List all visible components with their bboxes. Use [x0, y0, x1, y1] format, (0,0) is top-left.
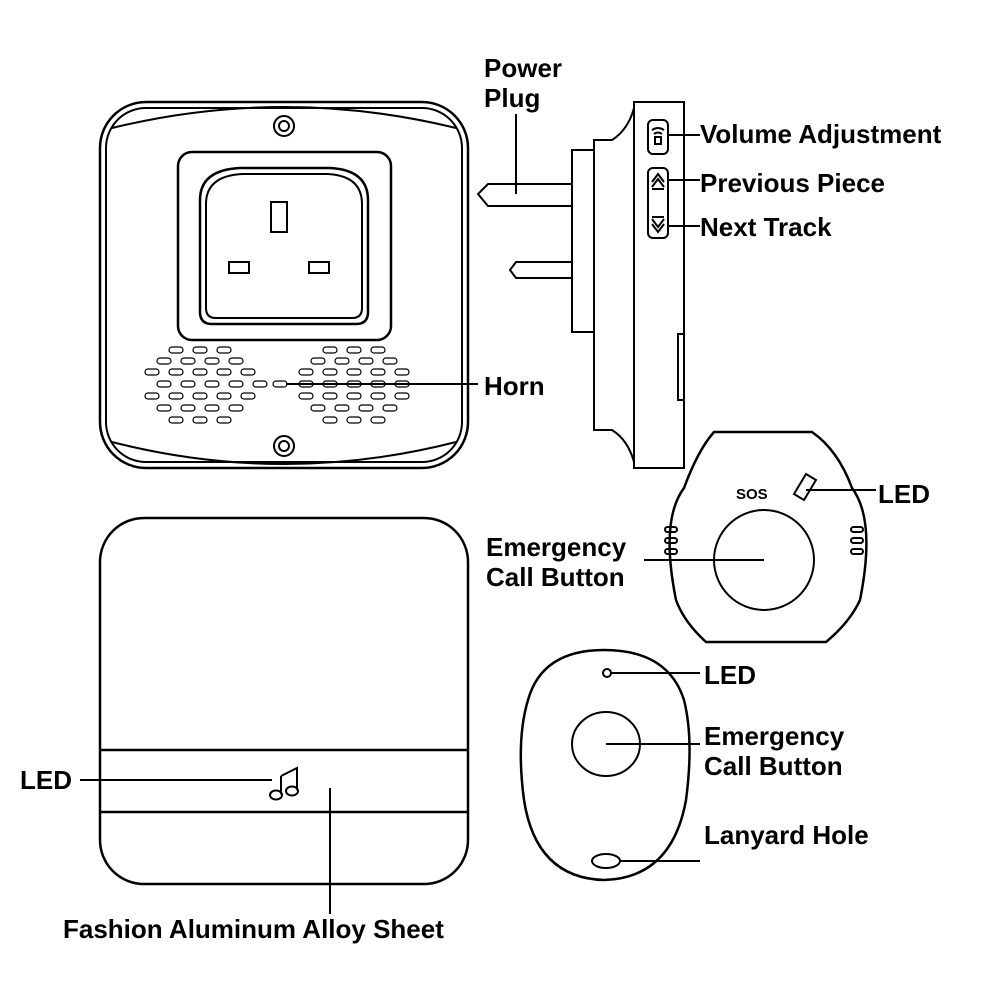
grille-slot — [252, 380, 268, 388]
power-plug-label: Power — [484, 53, 562, 83]
sos-pendant: SOS — [664, 430, 868, 644]
grille-slot — [180, 357, 196, 365]
grille-slot — [192, 416, 208, 424]
doorbell-panel — [98, 516, 470, 886]
grille-slot — [370, 392, 386, 400]
grille-slot — [180, 380, 196, 388]
grille-slot — [180, 404, 196, 412]
grille-slot — [156, 357, 172, 365]
pendant-led-label: LED — [878, 479, 930, 509]
grille-slot — [298, 392, 314, 400]
up-arrow-icon — [651, 172, 665, 190]
grille-slot — [370, 346, 386, 354]
grille-slot — [168, 368, 184, 376]
music-note-icon — [269, 766, 299, 801]
grille-slot — [394, 392, 410, 400]
grille-slot — [216, 346, 232, 354]
grille-slot — [346, 346, 362, 354]
grille-slot — [192, 346, 208, 354]
grille-slot — [382, 357, 398, 365]
grille-slot — [204, 357, 220, 365]
volume-icon — [651, 127, 665, 145]
grille-slot — [334, 404, 350, 412]
volume-label: Volume Adjustment — [700, 119, 942, 149]
sos-text: SOS — [736, 486, 768, 503]
grille-slot — [394, 368, 410, 376]
grille-slot — [228, 380, 244, 388]
grille-slot — [358, 357, 374, 365]
grille-slot — [204, 404, 220, 412]
grille-slot — [310, 357, 326, 365]
grille-slot — [346, 368, 362, 376]
receiver-front — [98, 100, 470, 470]
grille-slot — [334, 357, 350, 365]
grille-slot — [168, 392, 184, 400]
grille-slot — [322, 416, 338, 424]
track-buttons[interactable] — [647, 167, 669, 239]
horn-label: Horn — [484, 371, 545, 401]
grille-slot — [322, 346, 338, 354]
grille-slot — [168, 346, 184, 354]
fob-led — [602, 668, 612, 678]
grille-slot — [216, 416, 232, 424]
next-label: Next Track — [700, 212, 832, 242]
grille-slot — [168, 416, 184, 424]
grille-slot — [272, 380, 288, 388]
grille-slot — [156, 380, 172, 388]
grille-slot — [228, 357, 244, 365]
receiver-side — [476, 101, 685, 469]
grille-slot — [382, 404, 398, 412]
grille-slot — [370, 416, 386, 424]
down-arrow-icon — [651, 216, 665, 234]
key-fob — [519, 648, 691, 882]
panel-led-label: LED — [20, 765, 72, 795]
pendant-emergency-label-2: Call Button — [486, 562, 625, 592]
grille-slot — [156, 404, 172, 412]
grille-slot — [144, 392, 160, 400]
screw-icon — [273, 435, 295, 457]
screw-icon — [273, 115, 295, 137]
grille-slot — [240, 368, 256, 376]
sheet-label: Fashion Aluminum Alloy Sheet — [63, 914, 444, 944]
volume-button[interactable] — [647, 119, 669, 155]
grille-slot — [216, 368, 232, 376]
grille-slot — [346, 416, 362, 424]
lanyard-hole — [591, 853, 621, 869]
previous-label: Previous Piece — [700, 168, 885, 198]
lanyard-label: Lanyard Hole — [704, 820, 869, 850]
grille-slot — [228, 404, 244, 412]
pendant-led — [792, 472, 818, 502]
grille-slot — [322, 392, 338, 400]
pendant-emergency-label: Emergency — [486, 532, 627, 562]
grille-slot — [346, 392, 362, 400]
fob-emergency-label-2: Call Button — [704, 751, 843, 781]
grille-slot — [240, 392, 256, 400]
fob-led-label: LED — [704, 660, 756, 690]
grille-slot — [204, 380, 220, 388]
grille-slot — [192, 368, 208, 376]
socket-icon — [176, 150, 393, 342]
grille-slot — [144, 368, 160, 376]
grille-slot — [298, 368, 314, 376]
grille-slot — [370, 368, 386, 376]
grille-slot — [192, 392, 208, 400]
power-plug-label-2: Plug — [484, 83, 540, 113]
fob-emergency-label: Emergency — [704, 721, 845, 751]
speaker-grille-icon — [144, 346, 410, 424]
grille-slot — [322, 368, 338, 376]
grille-slot — [358, 404, 374, 412]
grille-slot — [216, 392, 232, 400]
grille-slot — [310, 404, 326, 412]
